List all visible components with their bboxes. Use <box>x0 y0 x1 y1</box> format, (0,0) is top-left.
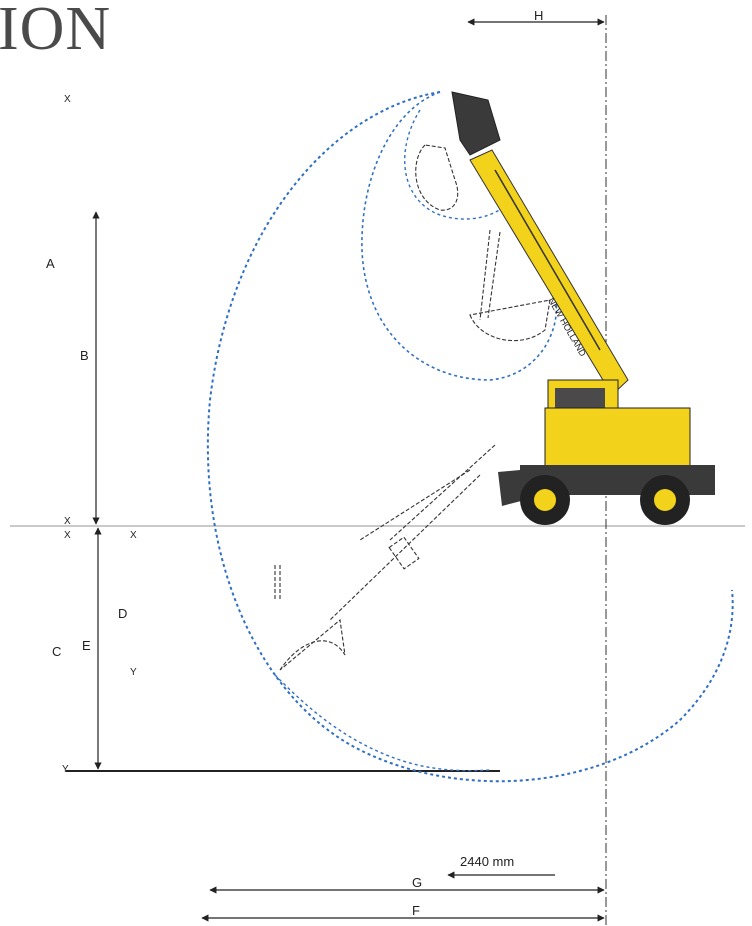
min-reach-curve <box>404 109 511 220</box>
label-d: D <box>118 606 127 621</box>
label-g: G <box>412 875 422 890</box>
upper-body <box>544 407 691 467</box>
ground-marker-x-right: X <box>130 530 137 541</box>
top-marker-x: X <box>64 94 71 105</box>
ghost-arm-upper <box>415 144 551 342</box>
page-title-fragment: ION <box>0 0 112 63</box>
bucket <box>451 91 501 156</box>
label-a: A <box>46 256 55 271</box>
lower-reach-arc <box>274 674 491 772</box>
depth-marker-y: Y <box>130 667 137 678</box>
label-c: C <box>52 644 61 659</box>
boom <box>469 149 629 396</box>
ground-marker-x-left: X <box>64 516 71 527</box>
bottom-marker-y: Y <box>62 764 69 775</box>
label-b: B <box>80 348 89 363</box>
track-width-label: 2440 mm <box>460 854 514 869</box>
label-e: E <box>82 638 91 653</box>
excavator-machine: NEW HOLLAND <box>451 91 715 525</box>
label-f: F <box>412 903 420 918</box>
inner-reach-curve <box>361 91 558 381</box>
ghost-arm-lower <box>274 444 496 671</box>
outer-reach-curve <box>206 91 734 783</box>
label-h: H <box>534 8 543 23</box>
ground-marker-x-left-2: X <box>64 530 71 541</box>
